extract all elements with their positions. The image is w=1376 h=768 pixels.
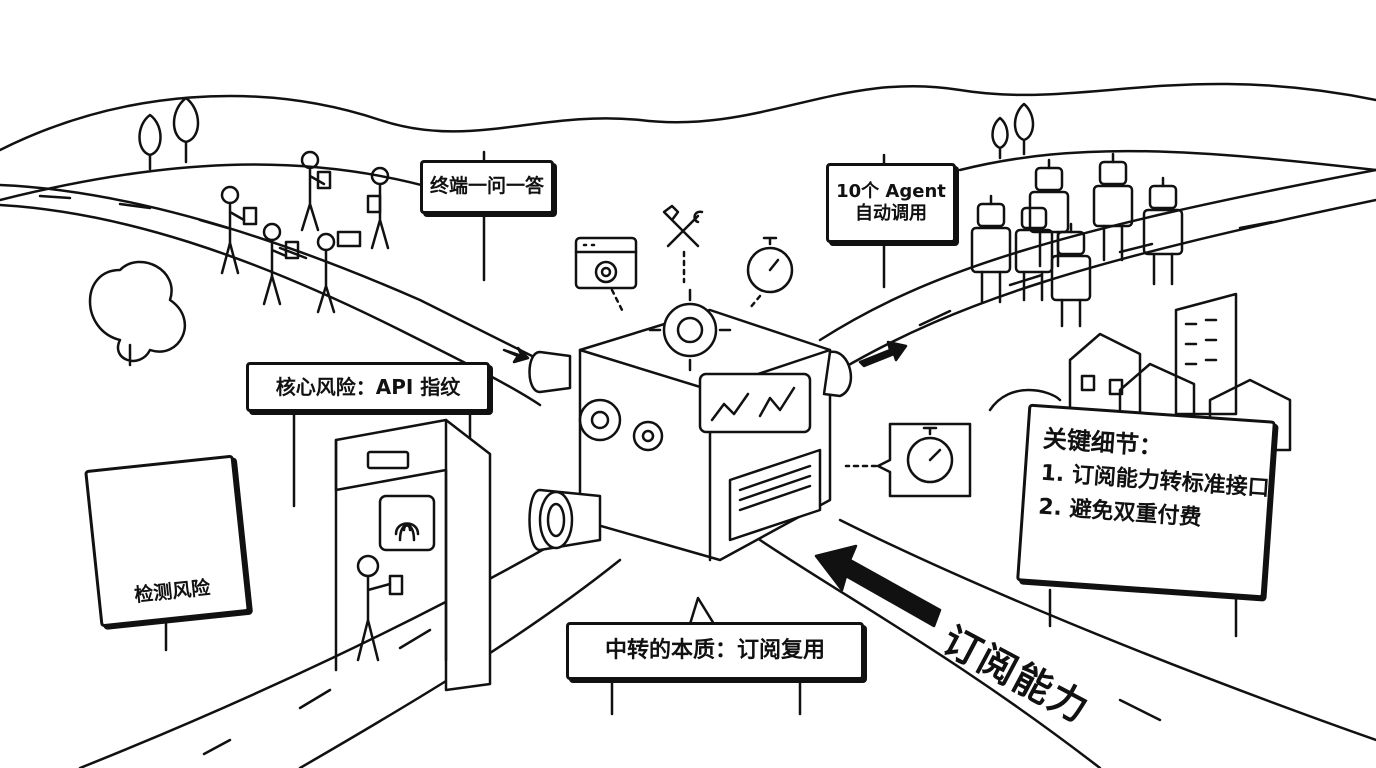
sign-post xyxy=(164,150,1238,716)
sign-agent: 10个 Agent 自动调用 xyxy=(826,163,956,243)
details-title: 关键细节： xyxy=(1042,424,1164,462)
security-gate xyxy=(334,418,492,692)
relay-machine xyxy=(528,288,853,562)
sign-terminal: 终端一问一答 xyxy=(420,160,554,214)
sign-terminal-text: 终端一问一答 xyxy=(429,175,544,198)
sign-agent-line1: 10个 Agent xyxy=(836,180,946,202)
sign-essence-text: 中转的本质：订阅复用 xyxy=(604,638,825,664)
sign-risk-text: 核心风险：API 指纹 xyxy=(275,374,461,399)
tree-icon xyxy=(88,96,1035,367)
sign-detect: 检测风险 xyxy=(84,454,250,628)
hills xyxy=(0,82,1376,152)
stopwatch-icon xyxy=(746,236,972,498)
sign-details: 关键细节： 1. 订阅能力转标准接口 2. 避免双重付费 xyxy=(1016,403,1276,599)
gear-icon xyxy=(662,302,718,358)
person-icon xyxy=(220,150,390,314)
arrow-icon xyxy=(502,340,942,628)
details-item-2: 2. 避免双重付费 xyxy=(1037,494,1203,531)
robot-icon xyxy=(970,152,1184,328)
sign-detect-text: 检测风险 xyxy=(133,577,212,607)
sign-risk: 核心风险：API 指纹 xyxy=(246,362,490,412)
sign-essence: 中转的本质：订阅复用 xyxy=(566,622,864,680)
tools-icon xyxy=(662,204,704,284)
sign-agent-line2: 自动调用 xyxy=(855,203,927,224)
road-left-top xyxy=(0,183,562,407)
